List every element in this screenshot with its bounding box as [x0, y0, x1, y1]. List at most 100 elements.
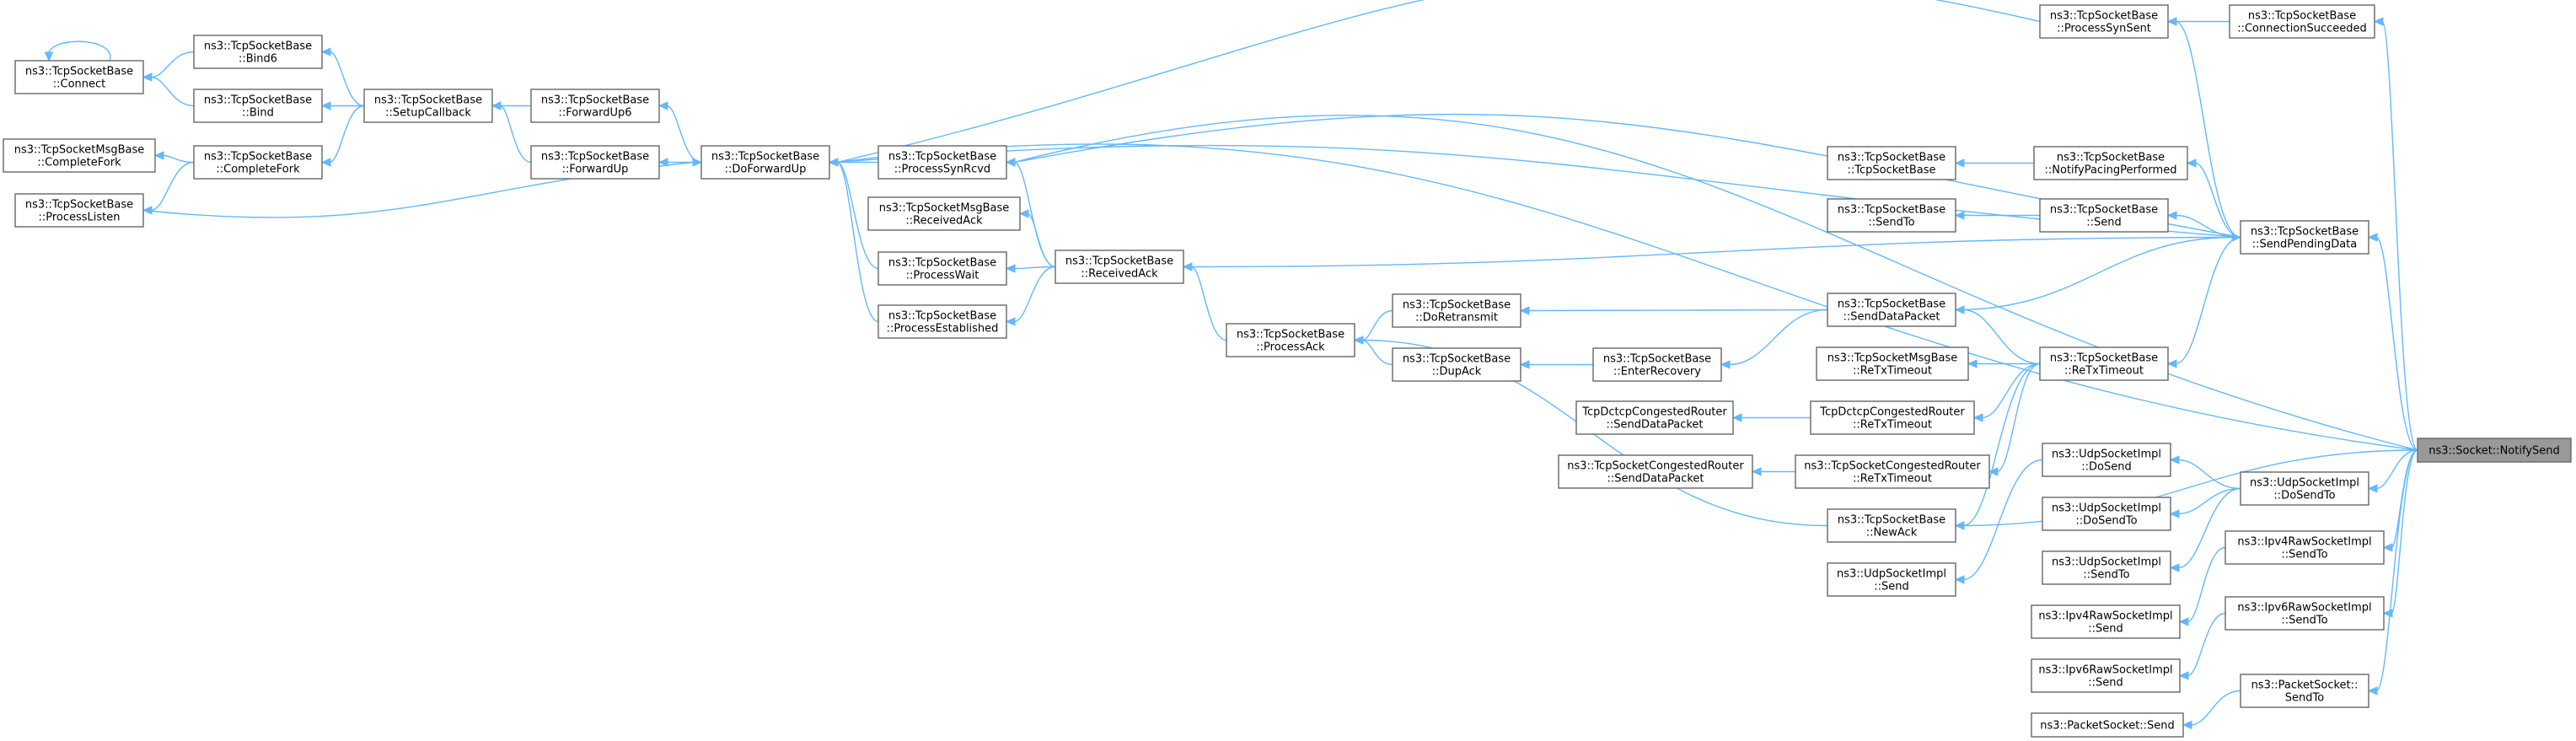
node-box[interactable] — [193, 145, 323, 180]
node-box[interactable] — [1055, 250, 1184, 284]
node-ipv4sendto[interactable]: ns3::Ipv4RawSocketImpl::SendTo — [2224, 530, 2385, 565]
call-edge — [153, 151, 195, 164]
node-box[interactable] — [1827, 562, 1956, 597]
node-congsenddata[interactable]: ns3::TcpSocketCongestedRouter::SendDataP… — [1558, 454, 1753, 489]
node-box[interactable] — [14, 193, 144, 228]
node-label: ns3::TcpSocketBase — [204, 94, 312, 107]
node-box[interactable] — [1816, 346, 1969, 381]
node-box[interactable] — [877, 304, 1007, 339]
call-edge — [1519, 306, 1828, 315]
node-box[interactable] — [1827, 146, 1956, 180]
node-box[interactable] — [1392, 347, 1521, 382]
node-box[interactable] — [1827, 508, 1956, 543]
node-box[interactable] — [2417, 438, 2572, 463]
node-doretransmit[interactable]: ns3::TcpSocketBase::DoRetransmit — [1392, 293, 1521, 328]
node-box[interactable] — [2039, 198, 2169, 233]
node-box[interactable] — [2240, 471, 2369, 506]
node-notify[interactable]: ns3::Socket::NotifySend — [2417, 438, 2572, 463]
node-box[interactable] — [193, 35, 323, 69]
node-connect[interactable]: ns3::TcpSocketBase::Connect — [14, 60, 144, 94]
node-processack[interactable]: ns3::TcpSocketBase::ProcessAck — [1226, 323, 1355, 357]
node-bind6[interactable]: ns3::TcpSocketBase::Bind6 — [193, 35, 323, 69]
node-dctcpsenddata[interactable]: TcpDctcpCongestedRouter::SendDataPacket — [1575, 400, 1734, 435]
node-processsynsent[interactable]: ns3::TcpSocketBase::ProcessSynSent — [2039, 4, 2169, 39]
node-dctcpretx[interactable]: TcpDctcpCongestedRouter::ReTxTimeout — [1810, 400, 1975, 435]
node-box[interactable] — [1392, 293, 1521, 328]
node-doforwardup[interactable]: ns3::TcpSocketBase::DoForwardUp — [700, 145, 830, 180]
node-bind[interactable]: ns3::TcpSocketBase::Bind — [193, 89, 323, 123]
node-sendto-tcp[interactable]: ns3::TcpSocketBase::SendTo — [1827, 198, 1956, 233]
node-setupcallback[interactable]: ns3::TcpSocketBase::SetupCallback — [363, 89, 493, 123]
node-receivedack[interactable]: ns3::TcpSocketBase::ReceivedAck — [1055, 250, 1184, 284]
node-enterrecovery[interactable]: ns3::TcpSocketBase::EnterRecovery — [1592, 347, 1722, 382]
node-processwait[interactable]: ns3::TcpSocketBase::ProcessWait — [877, 251, 1007, 286]
node-box[interactable] — [877, 251, 1007, 286]
node-box[interactable] — [2224, 596, 2385, 631]
node-forwardup6[interactable]: ns3::TcpSocketBase::ForwardUp6 — [530, 89, 660, 123]
node-packetsend[interactable]: ns3::PacketSocket::Send — [2031, 712, 2184, 738]
node-box[interactable] — [2039, 346, 2169, 381]
node-box[interactable] — [2229, 4, 2375, 39]
edge-line — [836, 161, 879, 323]
arrowhead-icon — [1954, 305, 1965, 314]
node-notifypacing[interactable]: ns3::TcpSocketBase::NotifyPacingPerforme… — [2033, 146, 2188, 180]
node-processestablished[interactable]: ns3::TcpSocketBase::ProcessEstablished — [877, 304, 1007, 339]
node-udpdosendto[interactable]: ns3::UdpSocketImpl::DoSendTo — [2240, 471, 2369, 506]
node-box[interactable] — [2031, 712, 2184, 738]
node-ipv6sendto[interactable]: ns3::Ipv6RawSocketImpl::SendTo — [2224, 596, 2385, 631]
node-newack[interactable]: ns3::TcpSocketBase::NewAck — [1827, 508, 1956, 543]
node-ipv4send[interactable]: ns3::Ipv4RawSocketImpl::Send — [2031, 604, 2181, 639]
node-box[interactable] — [1827, 198, 1956, 233]
node-box[interactable] — [2042, 443, 2171, 477]
node-udpdosend[interactable]: ns3::UdpSocketImpl::DoSend — [2042, 443, 2171, 477]
node-udpdosendto-left[interactable]: ns3::UdpSocketImpl::DoSendTo — [2042, 497, 2171, 531]
node-packetsendto[interactable]: ns3::PacketSocket::SendTo — [2240, 674, 2369, 708]
node-forwardup[interactable]: ns3::TcpSocketBase::ForwardUp — [530, 145, 660, 180]
node-box[interactable] — [363, 89, 493, 123]
node-box[interactable] — [2039, 4, 2169, 39]
node-label: ns3::Ipv6RawSocketImpl — [2038, 664, 2172, 677]
node-processlisten[interactable]: ns3::TcpSocketBase::ProcessListen — [14, 193, 144, 228]
arrowhead-icon — [320, 47, 331, 56]
node-box[interactable] — [530, 89, 660, 123]
node-label: ::SendTo — [2083, 569, 2129, 582]
node-msgcompletefork[interactable]: ns3::TcpSocketMsgBase::CompleteFork — [3, 138, 156, 173]
node-box[interactable] — [1575, 400, 1734, 435]
node-udpsend[interactable]: ns3::UdpSocketImpl::Send — [1827, 562, 1956, 597]
node-box[interactable] — [877, 145, 1007, 180]
node-box[interactable] — [530, 145, 660, 180]
node-box[interactable] — [867, 196, 1021, 231]
node-box[interactable] — [14, 60, 144, 94]
node-send-tcp[interactable]: ns3::TcpSocketBase::Send — [2039, 198, 2169, 233]
node-box[interactable] — [3, 138, 156, 173]
node-connectionsucceeded[interactable]: ns3::TcpSocketBase::ConnectionSucceeded — [2229, 4, 2375, 39]
node-box[interactable] — [2240, 220, 2369, 255]
node-msgretxtimeout[interactable]: ns3::TcpSocketMsgBase::ReTxTimeout — [1816, 346, 1969, 381]
node-box[interactable] — [1226, 323, 1355, 357]
node-box[interactable] — [2240, 674, 2369, 708]
node-box[interactable] — [2031, 604, 2181, 639]
node-sendpending[interactable]: ns3::TcpSocketBase::SendPendingData — [2240, 220, 2369, 255]
node-box[interactable] — [2042, 497, 2171, 531]
node-box[interactable] — [1810, 400, 1975, 435]
node-box[interactable] — [1795, 454, 1990, 489]
node-senddatapacket[interactable]: ns3::TcpSocketBase::SendDataPacket — [1827, 293, 1956, 327]
node-box[interactable] — [700, 145, 830, 180]
node-tcpsocketbase[interactable]: ns3::TcpSocketBase::TcpSocketBase — [1827, 146, 1956, 180]
node-processsynrcvd[interactable]: ns3::TcpSocketBase::ProcessSynRcvd — [877, 145, 1007, 180]
node-box[interactable] — [1558, 454, 1753, 489]
node-retxtimeout[interactable]: ns3::TcpSocketBase::ReTxTimeout — [2039, 346, 2169, 381]
node-msgreceivedack[interactable]: ns3::TcpSocketMsgBase::ReceivedAck — [867, 196, 1021, 231]
node-box[interactable] — [2042, 550, 2171, 585]
node-box[interactable] — [2033, 146, 2188, 180]
node-box[interactable] — [1592, 347, 1722, 382]
node-udpsendto[interactable]: ns3::UdpSocketImpl::SendTo — [2042, 550, 2171, 585]
node-ipv6send[interactable]: ns3::Ipv6RawSocketImpl::Send — [2031, 658, 2181, 693]
node-congretx[interactable]: ns3::TcpSocketCongestedRouter::ReTxTimeo… — [1795, 454, 1990, 489]
node-dupack[interactable]: ns3::TcpSocketBase::DupAck — [1392, 347, 1521, 382]
node-box[interactable] — [1827, 293, 1956, 327]
node-completefork[interactable]: ns3::TcpSocketBase::CompleteFork — [193, 145, 323, 180]
node-box[interactable] — [193, 89, 323, 123]
node-box[interactable] — [2031, 658, 2181, 693]
node-box[interactable] — [2224, 530, 2385, 565]
